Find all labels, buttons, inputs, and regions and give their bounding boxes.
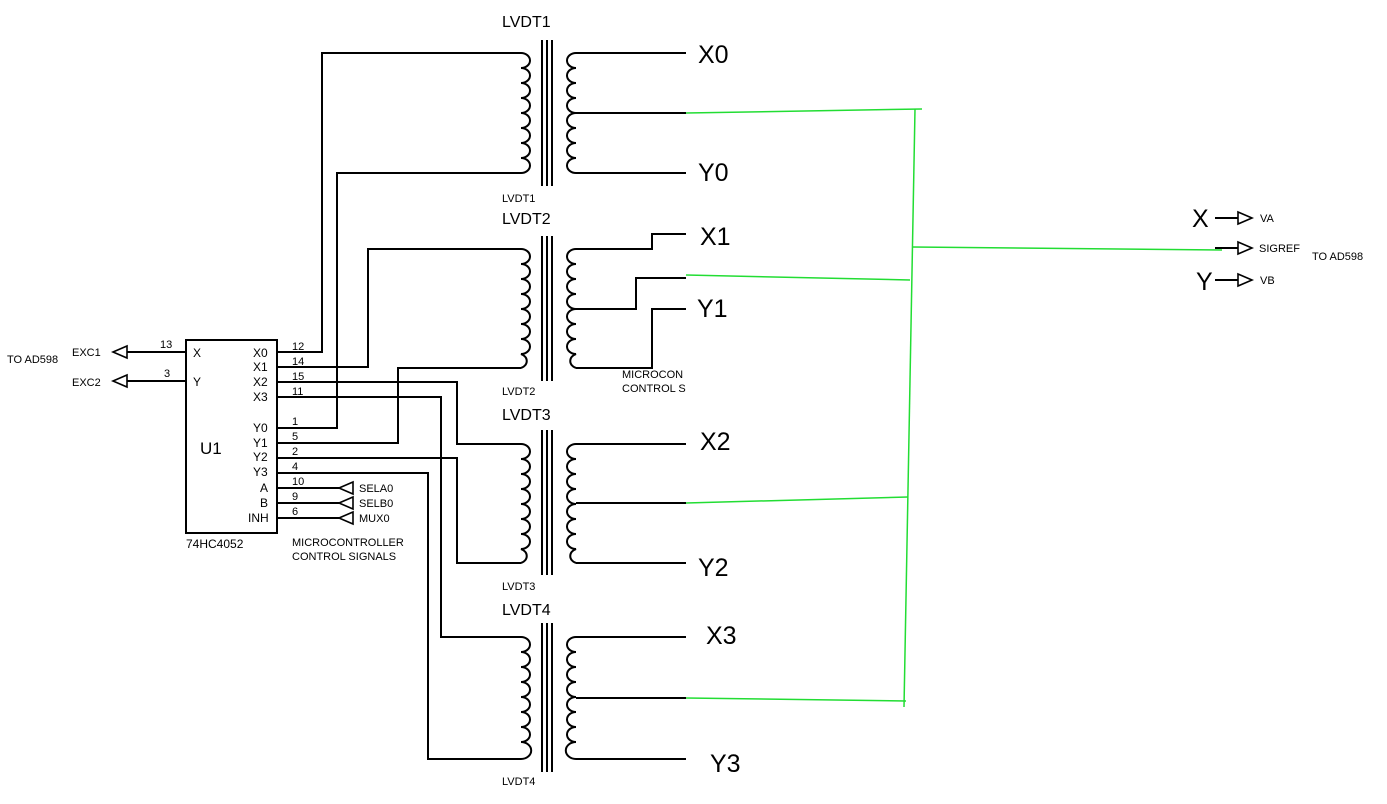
mux-ref: U1 (200, 439, 222, 458)
clipped-control-caption-line1: MICROCON (622, 369, 683, 381)
mux-pin-y2-label: Y2 (253, 450, 268, 464)
lvdt3-secondary-coil (566, 443, 577, 564)
control-caption-line2: CONTROL SIGNALS (292, 551, 396, 563)
pin-num-4: 4 (292, 461, 298, 473)
sela0-port-arrow (336, 480, 354, 496)
mux-pin-x-label: X (193, 346, 201, 360)
sigref-bus (685, 108, 1223, 708)
pin-num-9: 9 (292, 491, 298, 503)
lvdt2-title: LVDT2 (502, 211, 551, 228)
va-net-label: VA (1260, 213, 1275, 225)
lvdt4: LVDT4 LVDT4 X3 Y3 (502, 602, 741, 788)
mux-pin-b-label: B (260, 496, 268, 510)
lvdt1-x-output-label: X0 (698, 41, 729, 69)
lvdt2-ref: LVDT2 (502, 386, 535, 398)
vb-net-label: VB (1260, 275, 1275, 287)
left-to-ad598-label: TO AD598 (7, 354, 58, 366)
mux-pin-x1-label: X1 (253, 360, 268, 374)
vb-port-arrow (1237, 272, 1255, 288)
exc1-net-label: EXC1 (72, 347, 101, 359)
y-output-label: Y (1196, 268, 1213, 296)
pin-num-1: 1 (292, 416, 298, 428)
lvdt2-primary-coil (520, 248, 531, 369)
mux-pin-x0-label: X0 (253, 346, 268, 360)
control-caption-line1: MICROCONTROLLER (292, 537, 404, 549)
control-signal-ports: SELA0 SELB0 MUX0 MICROCONTROLLER CONTROL… (292, 480, 404, 563)
output-ports: X VA SIGREF TO AD598 Y VB (1192, 205, 1363, 296)
lvdt3-title: LVDT3 (502, 407, 551, 424)
mux-pin-a-label: A (260, 481, 268, 495)
mux-pin-y0-label: Y0 (253, 421, 268, 435)
lvdt2-y-output-label: Y1 (697, 295, 728, 323)
exc2-port-arrow (110, 373, 128, 389)
mux-part: 74HC4052 (186, 537, 244, 551)
pin-num-5: 5 (292, 431, 298, 443)
mux-pin-x3-label: X3 (253, 390, 268, 404)
lvdt2-secondary-coil (566, 248, 577, 369)
lvdt3-primary-coil (520, 443, 531, 564)
x-output-label: X (1192, 205, 1209, 233)
selb0-net-label: SELB0 (359, 498, 393, 510)
mux-pin-y1-label: Y1 (253, 436, 268, 450)
mux0-net-label: MUX0 (359, 513, 390, 525)
exc1-port-arrow (110, 344, 128, 360)
lvdt2-x-output-label: X1 (700, 223, 731, 251)
exc2-net-label: EXC2 (72, 377, 101, 389)
sigref-net-label: SIGREF (1259, 243, 1300, 255)
lvdt1: LVDT1 LVDT1 X0 Y0 (502, 14, 729, 205)
lvdt3-y-output-label: Y2 (698, 554, 729, 582)
sela0-net-label: SELA0 (359, 483, 393, 495)
pin-num-14: 14 (292, 356, 304, 368)
selb0-port-arrow (336, 495, 354, 511)
lvdt4-ref: LVDT4 (502, 776, 535, 788)
mux-pin-x2-label: X2 (253, 375, 268, 389)
lvdt1-ref: LVDT1 (502, 193, 535, 205)
lvdt2: LVDT2 LVDT2 X1 Y1 MICROCON CONTROL S (502, 211, 731, 400)
mux0-port-arrow (336, 510, 354, 526)
pin-num-3: 3 (164, 368, 170, 380)
lvdt1-title: LVDT1 (502, 14, 551, 31)
lvdt1-y-output-label: Y0 (698, 159, 729, 187)
sigref-port-arrow (1237, 240, 1255, 256)
pin-num-12: 12 (292, 341, 304, 353)
clipped-control-caption-line2: CONTROL S (622, 383, 686, 395)
pin-num-13: 13 (160, 339, 172, 351)
pin-num-11: 11 (292, 386, 303, 398)
va-port-arrow (1237, 210, 1255, 226)
lvdt3-ref: LVDT3 (502, 581, 535, 593)
pin-num-2: 2 (292, 446, 298, 458)
lvdt4-title: LVDT4 (502, 602, 551, 619)
mux-pin-y-label: Y (193, 375, 201, 389)
lvdt4-y-output-label: Y3 (710, 750, 741, 778)
mux-chip: U1 74HC4052 X Y X0 X1 X2 X3 Y0 Y1 Y2 Y3 … (185, 339, 304, 551)
lvdt3-x-output-label: X2 (700, 428, 731, 456)
mux-wires (277, 52, 521, 760)
lvdt1-primary-coil (520, 52, 531, 174)
right-to-ad598-label: TO AD598 (1312, 251, 1363, 263)
lvdt4-secondary-coil (564, 636, 577, 760)
mux-body (185, 339, 278, 534)
lvdt1-secondary-coil (566, 52, 577, 174)
lvdt3: LVDT3 LVDT3 X2 Y2 (502, 407, 731, 593)
mux-pin-y3-label: Y3 (253, 465, 268, 479)
pin-num-10: 10 (292, 476, 304, 488)
excitation-outputs: 13 3 EXC1 EXC2 TO AD598 (7, 339, 186, 389)
lvdt4-x-output-label: X3 (706, 622, 737, 650)
mux-pin-inh-label: INH (248, 511, 269, 525)
lvdt4-primary-coil (520, 636, 533, 760)
pin-num-6: 6 (292, 506, 298, 518)
pin-num-15: 15 (292, 371, 304, 383)
